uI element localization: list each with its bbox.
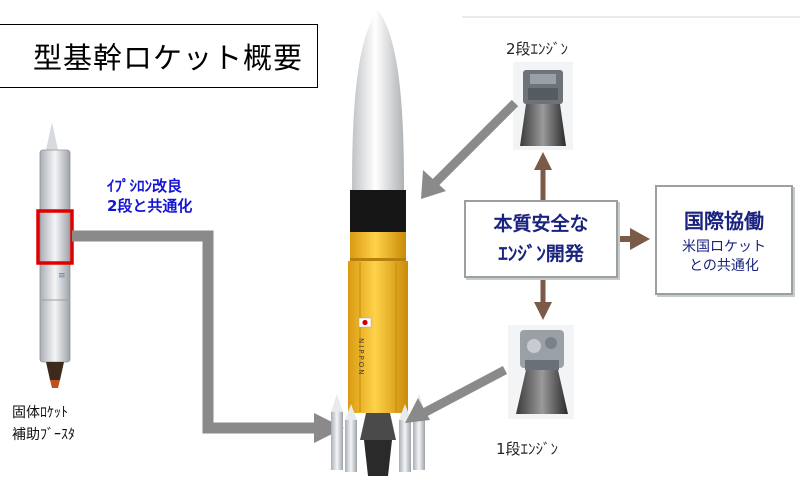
box-to-second-stage-arrowhead (534, 152, 552, 170)
international-collaboration-box: 国際協働 米国ロケット との共通化 (655, 185, 793, 295)
first-stage-engine-image (508, 325, 574, 419)
second-stage-engine-label: 2段ｴﾝｼﾞﾝ (506, 40, 569, 58)
main-rocket-illustration (348, 10, 408, 413)
epsilon-note-line2: 2段と共通化 (107, 197, 193, 215)
second-stage-engine-image (513, 62, 573, 150)
engine-development-line1: 本質安全な (493, 213, 589, 235)
first-stage-engine-label: 1段ｴﾝｼﾞﾝ (496, 440, 559, 458)
booster-commonality-arrow (72, 230, 318, 434)
first-stage-to-rocket-arrowhead (405, 398, 430, 423)
international-collaboration-title: 国際協働 (684, 209, 764, 233)
second-stage-to-rocket-arrowhead (421, 170, 446, 199)
international-collaboration-line1: 米国ロケット (682, 239, 766, 255)
svg-text:≡: ≡ (58, 271, 66, 281)
second-stage-to-rocket-arrow (426, 99, 519, 192)
solid-boosters-illustration (331, 394, 425, 476)
rocket-nippon-marking: NIPPON (357, 338, 365, 377)
engine-development-line2: ｴﾝｼﾞﾝ開発 (498, 243, 584, 265)
page-title: 型基幹ロケット概要 (32, 41, 303, 75)
booster-commonality-arrowhead (314, 413, 344, 443)
booster-label: 固体ﾛｹｯﾄ 補助ﾌﾞｰｽﾀ (12, 402, 75, 446)
epsilon-rocket-illustration: ≡ (39, 122, 71, 388)
box-to-intl-arrowhead (630, 228, 650, 250)
engine-development-box: 本質安全な ｴﾝｼﾞﾝ開発 (464, 200, 618, 278)
epsilon-note-line1: ｲﾌﾟｼﾛﾝ改良 (107, 177, 183, 195)
epsilon-note: ｲﾌﾟｼﾛﾝ改良 2段と共通化 (107, 176, 192, 216)
box-to-first-stage-arrowhead (534, 302, 552, 320)
international-collaboration-line2: との共通化 (689, 258, 759, 274)
first-stage-to-rocket-arrow (415, 366, 508, 420)
title-box: 型基幹ロケット概要 (0, 24, 318, 88)
booster-label-line2: 補助ﾌﾞｰｽﾀ (12, 427, 75, 443)
booster-label-line1: 固体ﾛｹｯﾄ (12, 405, 68, 421)
